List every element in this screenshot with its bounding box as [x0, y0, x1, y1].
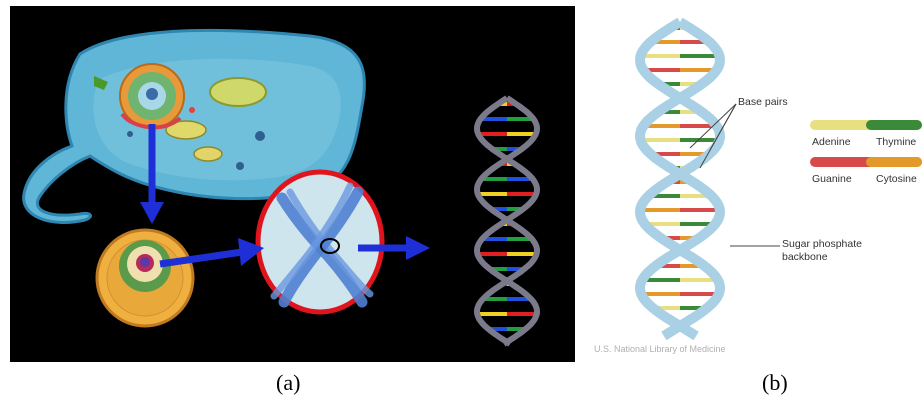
caption-b: (b) — [762, 370, 788, 396]
cytosine-bar — [866, 157, 922, 167]
guanine-label: Guanine — [812, 173, 852, 185]
panel-b-dna-structure: Base pairs Adenine Thymine Guanine Cytos… — [590, 0, 924, 362]
thymine-bar — [866, 120, 922, 130]
backbone-label-line2: backbone — [782, 251, 828, 263]
backbone-label-line1: Sugar phosphate — [782, 238, 862, 250]
panel-a-illustration — [10, 6, 575, 362]
panel-a-cell-to-dna — [10, 6, 575, 362]
cytosine-label: Cytosine — [876, 173, 917, 185]
dna-helix-b — [640, 22, 720, 336]
dna-helix-a — [477, 98, 537, 344]
base-pairs-label: Base pairs — [738, 96, 788, 108]
adenine-label: Adenine — [812, 136, 851, 148]
caption-a: (a) — [276, 370, 300, 396]
nucleus — [97, 230, 193, 326]
panel-b-illustration — [590, 0, 924, 362]
chromosome — [258, 172, 382, 312]
credit-text: U.S. National Library of Medicine — [594, 344, 726, 354]
thymine-label: Thymine — [876, 136, 916, 148]
